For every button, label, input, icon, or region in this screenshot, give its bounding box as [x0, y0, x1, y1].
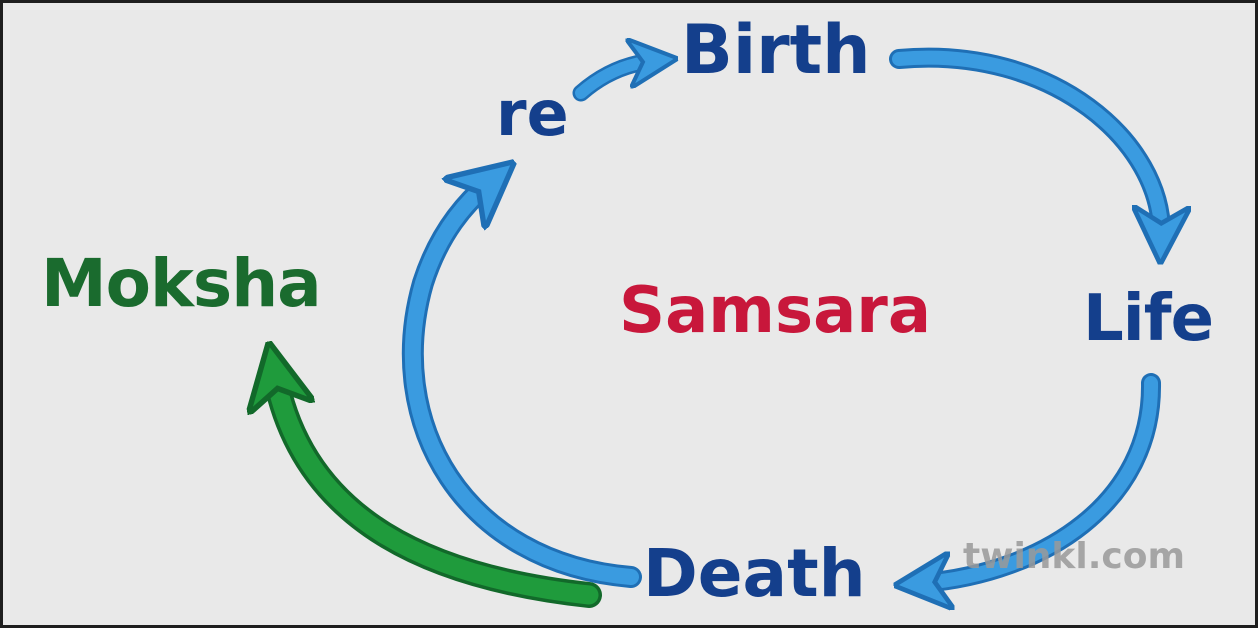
watermark: twinkl.com — [963, 536, 1185, 577]
re-label: re — [496, 77, 569, 150]
birth-to-life-arrow-icon — [889, 47, 1161, 235]
samsara-label: Samsara — [619, 274, 931, 348]
life-label: Life — [1083, 282, 1214, 356]
life-to-death-arrow-icon — [923, 373, 1162, 583]
death-label: Death — [643, 535, 866, 612]
re-to-birth-arrow-icon — [572, 61, 653, 102]
death-to-re-arrow-icon — [401, 183, 642, 588]
birth-label: Birth — [681, 11, 871, 90]
arrows-layer — [3, 3, 1255, 625]
death-to-moksha-arrow-icon — [275, 375, 602, 608]
samsara-diagram: Birth re Life Death Moksha Samsara twink… — [3, 3, 1255, 625]
moksha-label: Moksha — [41, 245, 322, 322]
